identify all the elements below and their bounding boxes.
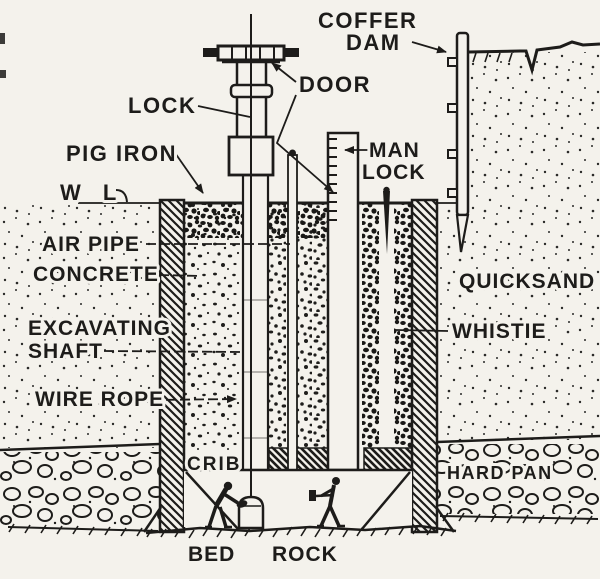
worker-left <box>205 481 248 529</box>
door-leader-manlock <box>275 94 334 193</box>
label-concrete: CONCRETE <box>33 263 159 286</box>
hard-pan-right <box>436 434 600 525</box>
pig-iron-leader <box>172 149 204 194</box>
dam-cleats <box>447 57 458 198</box>
concrete-leader <box>158 274 202 277</box>
text-labels: COFFER DAM DOOR LOCK PIG IRON W L AIR PI… <box>25 5 597 569</box>
wire-rope-leader <box>151 395 237 404</box>
whistie-leader <box>395 329 449 332</box>
concrete-fill <box>184 202 412 452</box>
bed-rock-floor <box>145 524 457 539</box>
excavating-shaft <box>241 173 270 472</box>
ground-line-right <box>468 40 600 76</box>
excavating-shaft-leader <box>103 350 243 353</box>
scan-artifacts <box>0 33 6 78</box>
worker-right <box>309 477 345 528</box>
label-wire-rope: WIRE ROPE <box>35 388 164 411</box>
air-pipe <box>287 149 298 471</box>
label-whistie: WHISTIE <box>452 320 547 343</box>
leader-lines <box>103 41 449 404</box>
label-door: DOOR <box>299 72 371 97</box>
label-coffer: COFFER <box>318 8 417 33</box>
label-man-lock: LOCK <box>362 161 426 184</box>
coffer-dam-leader <box>411 41 447 54</box>
label-quicksand: QUICKSAND <box>459 270 595 293</box>
label-air-pipe: AIR PIPE <box>42 233 140 256</box>
label-bed: BED <box>188 543 235 566</box>
roof-hatch-blocks <box>268 447 413 471</box>
quicksand-right-texture <box>437 52 600 440</box>
coffer-dam <box>447 31 470 253</box>
man-lock-shaft <box>326 131 360 472</box>
hard-pan-left <box>0 442 161 537</box>
quicksand-left-texture <box>0 205 160 448</box>
label-shaft: SHAFT <box>28 340 103 363</box>
label-rock: ROCK <box>272 543 338 566</box>
label-hard-pan: HARD PAN <box>447 463 553 483</box>
label-water-level: W L <box>60 180 124 205</box>
label-lock: LOCK <box>128 93 196 118</box>
whistle-pipe <box>383 186 390 254</box>
hammer-head <box>309 490 316 501</box>
pig-iron-ballast <box>184 201 412 238</box>
crib-area <box>184 452 245 472</box>
caisson-wall-left <box>142 198 186 534</box>
label-man: MAN <box>369 139 420 162</box>
caisson-wall-right <box>410 198 456 534</box>
water-level-line <box>78 189 457 204</box>
label-excavating: EXCAVATING <box>28 317 171 340</box>
lock-leader <box>197 105 251 118</box>
label-crib: CRIB <box>187 454 241 475</box>
label-pig-iron: PIG IRON <box>66 141 177 166</box>
label-dam: DAM <box>346 30 401 55</box>
door-leader-top <box>271 62 297 83</box>
